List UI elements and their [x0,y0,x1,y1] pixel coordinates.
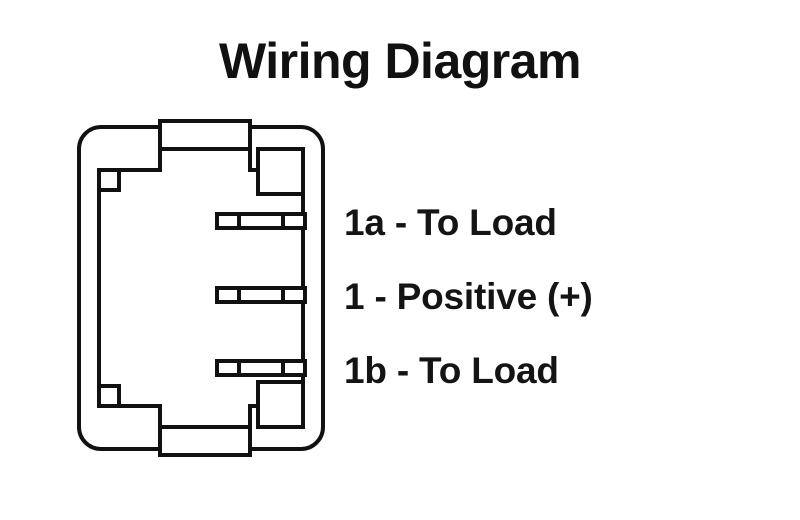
terminal-pin-1a-center-segment [237,212,285,230]
inner-corner-block-bottom-right [256,380,305,429]
inner-notch-bottom-left [97,384,121,408]
terminal-pin-1 [215,286,307,304]
page-title: Wiring Diagram [218,33,582,89]
terminal-pin-1b-left-segment [215,359,241,377]
terminal-pin-1b-right-segment [281,359,307,377]
terminal-pin-1a-right-segment [281,212,307,230]
inner-notch-top-left [97,168,121,192]
terminal-pin-1a-left-segment [215,212,241,230]
terminal-pin-1-center-segment [237,286,285,304]
terminal-pin-1-left-segment [215,286,241,304]
terminal-pin-1b [215,359,307,377]
terminal-pin-1a [215,212,307,230]
terminal-pin-1-right-segment [281,286,307,304]
legend-item-1b: 1b - To Load [344,350,559,391]
terminal-pin-1b-center-segment [237,359,285,377]
legend-item-1: 1 - Positive (+) [344,276,593,317]
inner-corner-block-top-right [256,147,305,196]
terminal-legend: 1a - To Load 1 - Positive (+) 1b - To Lo… [344,186,774,408]
legend-item-1a: 1a - To Load [344,202,557,243]
switch-body-diagram [77,119,325,457]
